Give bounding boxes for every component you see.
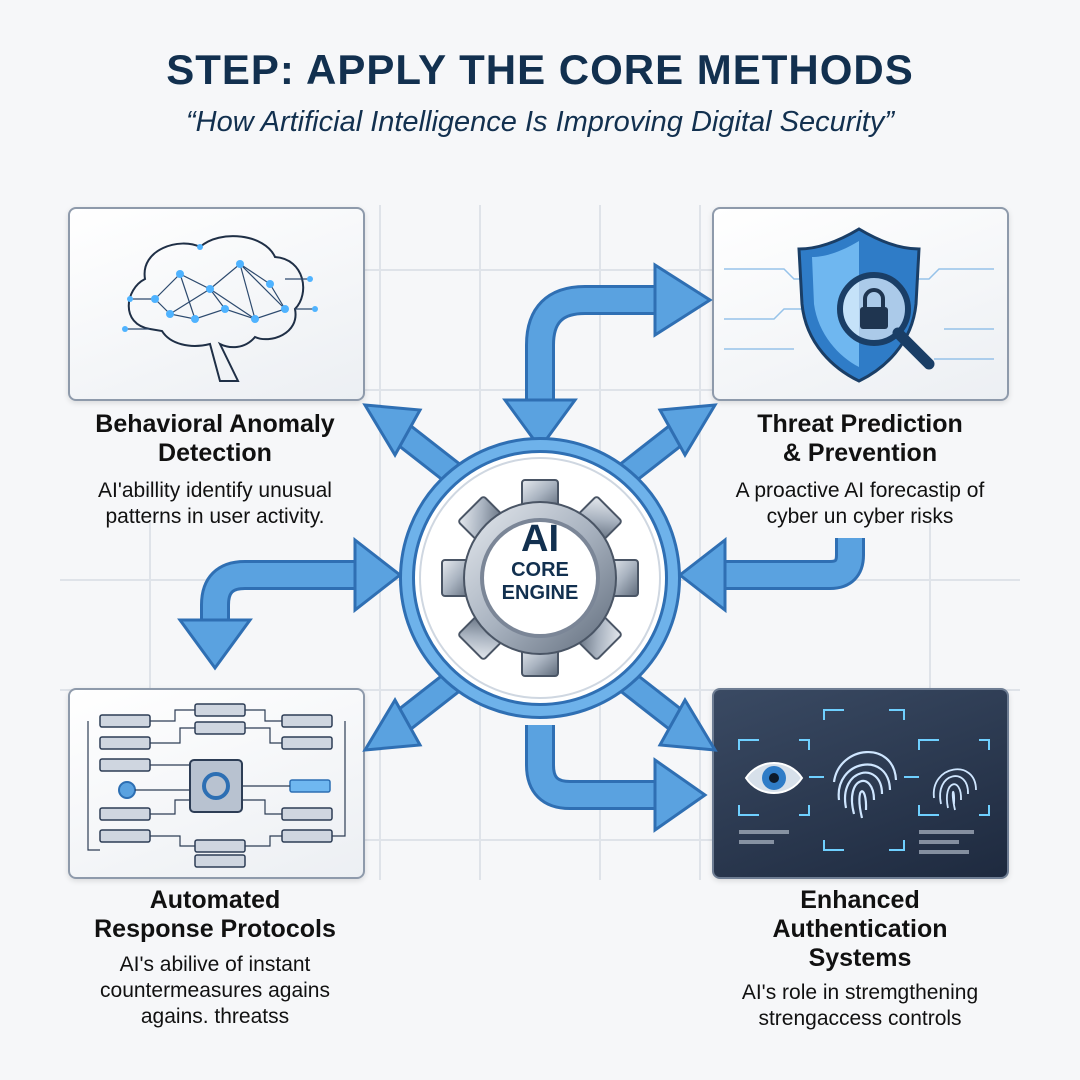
automated-response-heading: Automated Response Protocols bbox=[94, 886, 336, 943]
core-label-ai: AI bbox=[521, 518, 559, 560]
automated-response-description: AI's abilive of instant countermeasures … bbox=[100, 953, 330, 1028]
arrow-from-threat-prediction bbox=[677, 536, 865, 614]
diagonal-arrow-down-right bbox=[616, 669, 718, 752]
diagonal-arrow-down-left bbox=[362, 669, 464, 752]
card-authentication-image bbox=[712, 688, 1009, 879]
card-automated-response-image bbox=[68, 688, 365, 879]
diagonal-arrow-up-left bbox=[362, 403, 464, 486]
page-subtitle: “How Artificial Intelligence Is Improvin… bbox=[185, 106, 895, 138]
arrow-to-automated-response bbox=[177, 536, 403, 671]
core-engine-label: AI CORE ENGINE bbox=[440, 520, 640, 604]
card-behavioral-anomaly-image bbox=[68, 207, 365, 401]
behavioral-anomaly-heading: Behavioral Anomaly Detection bbox=[95, 410, 335, 467]
shield-lock-magnifier-icon bbox=[724, 227, 994, 383]
threat-prediction-description: A proactive AI forecastip of cyber un cy… bbox=[735, 479, 985, 528]
behavioral-anomaly-description: AI'abillity identify unusual patterns in… bbox=[98, 479, 332, 528]
threat-prediction-heading: Threat Prediction & Prevention bbox=[757, 410, 963, 467]
card-threat-prediction-image bbox=[712, 207, 1009, 401]
diagonal-arrow-up-right bbox=[616, 403, 718, 486]
biometric-eye-fingerprint-icon bbox=[738, 709, 990, 854]
core-label-core: CORE bbox=[511, 559, 569, 581]
core-label-engine: ENGINE bbox=[501, 582, 579, 604]
arrow-to-enhanced-authentication bbox=[525, 725, 708, 833]
enhanced-authentication-description: AI's role in stremgthening strengaccess … bbox=[741, 981, 979, 1030]
page-title: STEP: APPLY THE CORE METHODS bbox=[166, 46, 914, 93]
brain-network-icon bbox=[122, 235, 318, 382]
gear-icon bbox=[441, 479, 639, 677]
arrow-to-threat-prediction bbox=[502, 262, 713, 451]
workflow-diagram-icon bbox=[87, 703, 346, 868]
enhanced-authentication-heading: Enhanced Authentication Systems bbox=[772, 886, 948, 972]
